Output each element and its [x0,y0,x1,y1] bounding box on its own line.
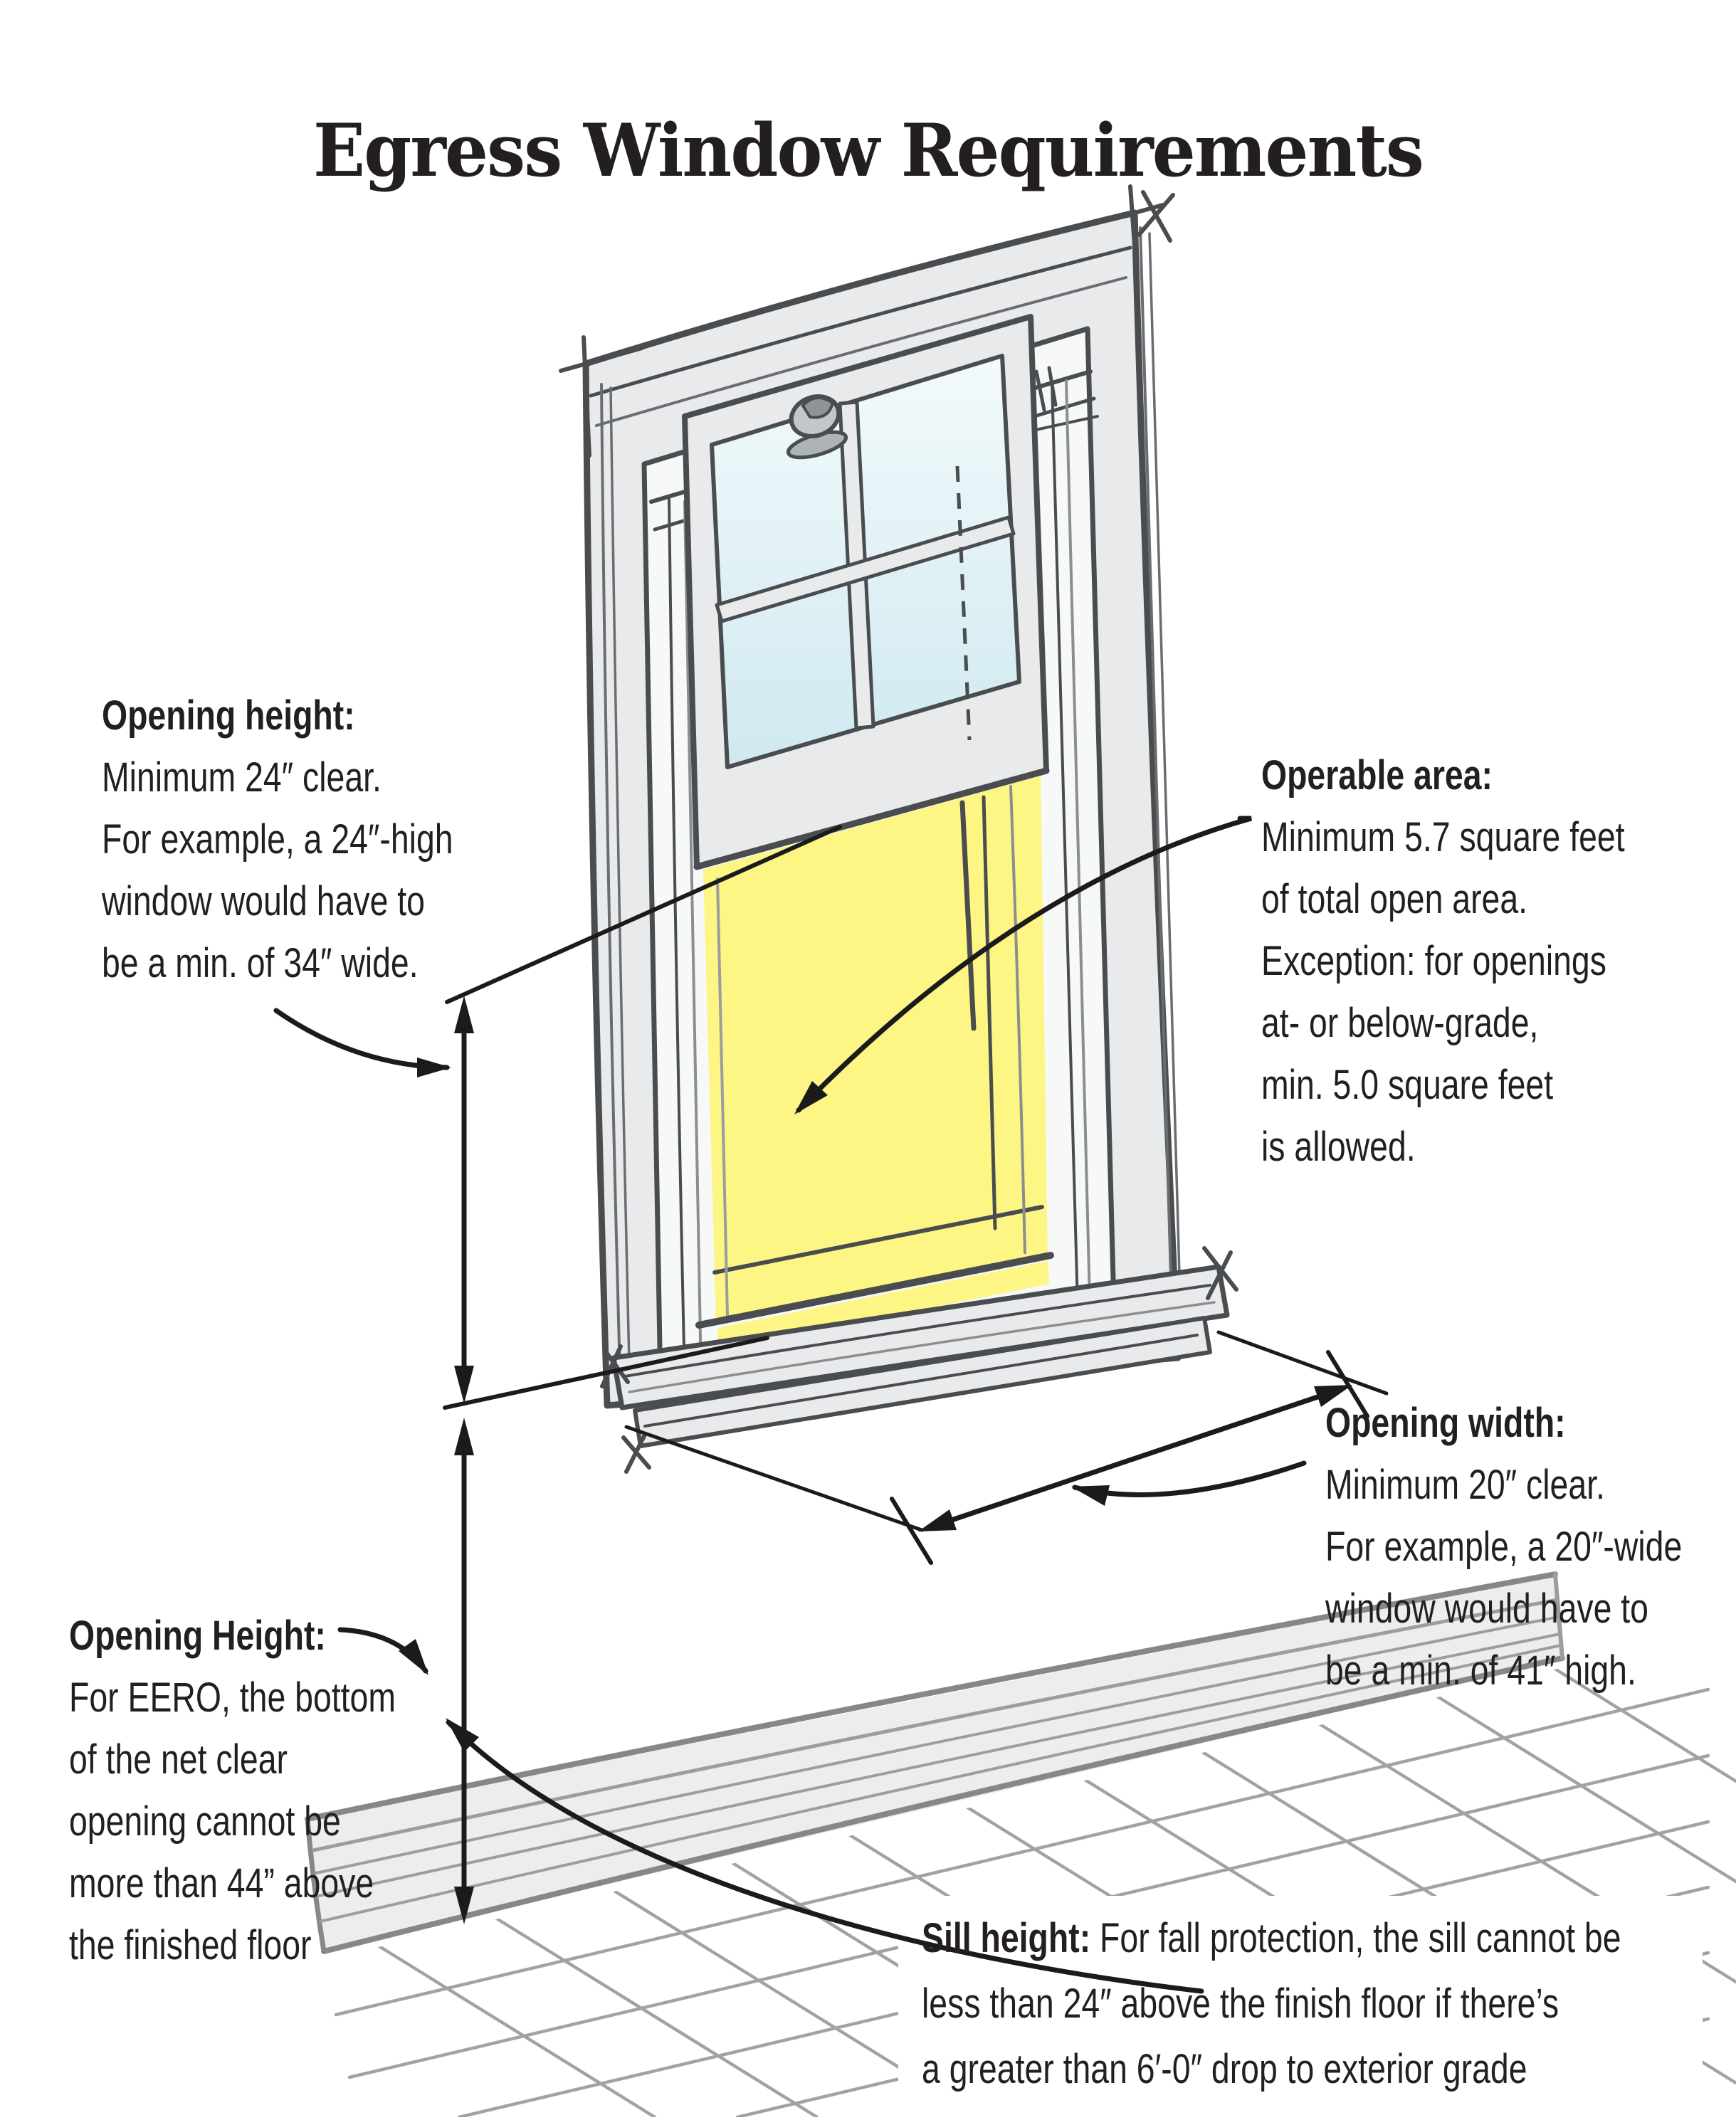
leader-eero-arrow [337,1627,428,1675]
annotation-line: be a min. of 34″ wide. [102,940,419,986]
annotation-line: opening cannot be [69,1798,341,1845]
annotation-line: For EERO, the bottom [69,1675,396,1721]
annotation-line: Exception: for openings [1261,938,1606,984]
annotation-line: of the net clear [69,1736,288,1783]
annotation-line: window would have to [102,878,425,924]
window-sill [600,1246,1238,1474]
annotation-line: a greater than 6′-0″ drop to exterior gr… [922,2046,1527,2092]
stool-top-edge [695,1252,1054,1329]
annotation-line: the finished floor [69,1922,312,1968]
sketch-corner-marks [559,184,1175,458]
annotation-heading: Opening width: [1325,1400,1566,1446]
text-clearing [898,1896,1703,2118]
dimension-lines [273,816,1389,1994]
hidden-sash-edge [955,465,972,741]
annotation-line: Minimum 5.7 square feet [1261,814,1625,860]
annotation-line: less than 24″ above the finish floor if … [922,1981,1559,2027]
annotation-line-text: For fall protection, the sill cannot be [1090,1915,1621,1961]
annotation-opening-height-bottom: Opening Height: For EERO, the bottom of … [69,1605,396,1976]
meeting-rail-edge [693,767,1050,870]
annotation-heading: Sill height: [922,1915,1091,1961]
annotation-heading: Opening Height: [69,1613,326,1659]
leader-sill-height-arrow [446,1718,1204,1994]
annotation-line: For example, a 24″-high [102,816,453,863]
annotation-line: be a min. of 41″ high. [1325,1647,1636,1694]
leader-opening-width-arrow [1071,1460,1307,1506]
dim-opening-width [624,1330,1389,1565]
annotation-operable-area: Operable area: Minimum 5.7 square feet o… [1261,744,1625,1178]
annotation-opening-height-top: Opening height: Minimum 24″ clear. For e… [102,685,453,994]
annotation-line: of total open area. [1261,876,1528,922]
annotation-opening-width: Opening width: Minimum 20″ clear. For ex… [1325,1392,1682,1702]
page-title: Egress Window Requirements [313,108,1424,194]
annotation-heading: Operable area: [1261,752,1493,798]
annotation-line: window would have to [1325,1586,1648,1632]
annotation-line: at- or below-grade, [1261,1000,1539,1046]
operable-area-highlight [695,776,1054,1351]
extension-line-bottom [443,1336,769,1410]
annotation-line: min. 5.0 square feet [1261,1062,1554,1108]
annotation-line: is allowed. [1261,1124,1416,1170]
baseboard [305,1571,1565,1954]
sash-lock-icon [786,394,848,460]
annotation-line: more than 44” above [69,1860,374,1907]
annotation-line: For example, a 20″-wide [1325,1524,1683,1570]
extension-line-top [445,825,842,1004]
dim-opening-height [454,996,474,1403]
upper-sash [682,314,1050,870]
annotation-line: Sill height: For fall protection, the si… [922,1906,1621,1971]
leader-opening-height-top-arrow [273,1008,451,1077]
leader-operable-area-arrow [794,816,1252,1114]
annotation-line: Minimum 24″ clear. [102,754,382,801]
annotation-line: Minimum 20″ clear. [1325,1462,1605,1508]
muntin-horizontal [715,515,1016,623]
dim-floor-height [454,1418,474,1924]
annotation-sill-height: Sill height: For fall protection, the si… [922,1906,1621,2102]
annotation-heading: Opening height: [102,692,355,739]
